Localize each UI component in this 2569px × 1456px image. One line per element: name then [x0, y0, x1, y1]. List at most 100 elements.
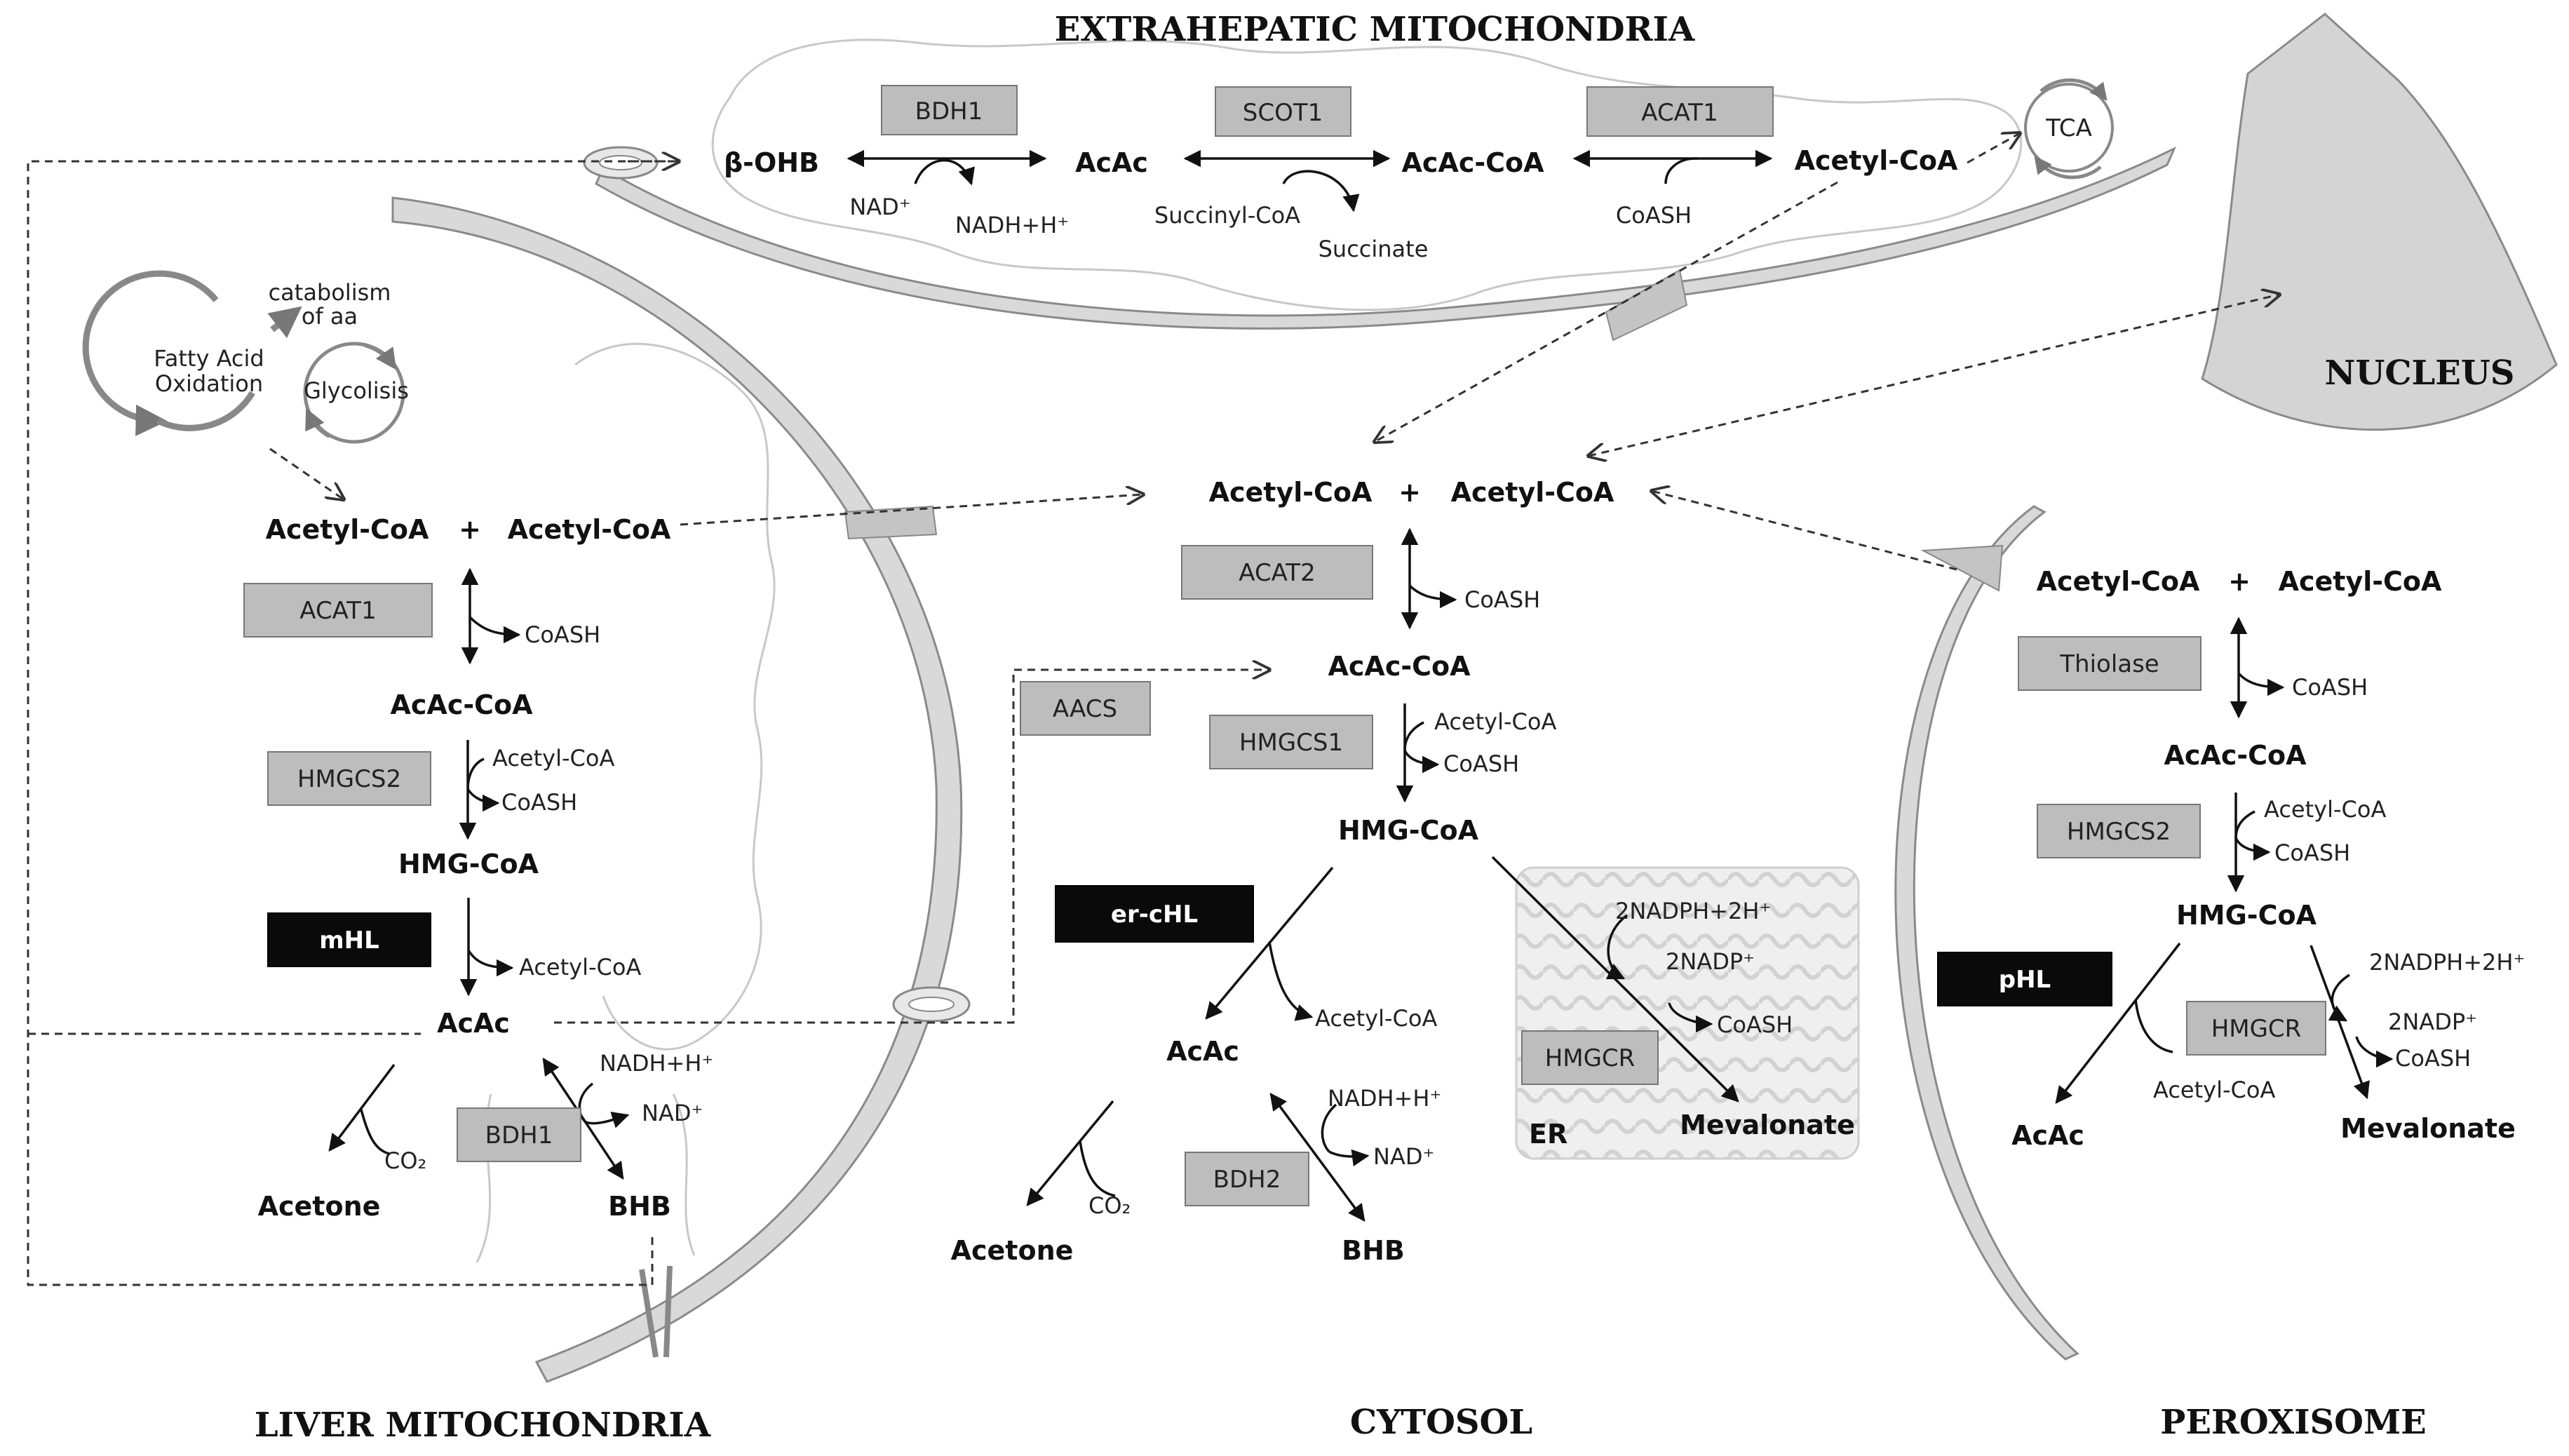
liver-nadh: NADH+H⁺ — [600, 1050, 713, 1077]
perox-acetyl-coa-right: Acetyl-CoA — [2279, 566, 2442, 597]
cyto-acetyl-coa-in: Acetyl-CoA — [1434, 708, 1556, 735]
title-liver: LIVER MITOCHONDRIA — [255, 1406, 711, 1445]
enzyme-aacs: AACS — [1053, 695, 1117, 723]
cytosol-pathway: Acetyl-CoA + Acetyl-CoA ACAT2 CoASH AcAc… — [951, 477, 1855, 1266]
perox-acetyl-coa-in: Acetyl-CoA — [2264, 796, 2386, 823]
enzyme-mhl: mHL — [319, 926, 379, 955]
liver-acetyl-coa-right: Acetyl-CoA — [508, 514, 671, 545]
transport-connectors — [27, 161, 2279, 1286]
enzyme-liver-hmgcs2: HMGCS2 — [297, 765, 401, 793]
label-fao-line1: Fatty Acid — [154, 345, 264, 372]
perox-hmg-coa: HMG-CoA — [2176, 900, 2317, 931]
cyto-nad: NAD⁺ — [1373, 1143, 1434, 1170]
liver-co2: CO₂ — [384, 1147, 426, 1174]
liver-plus: + — [459, 514, 481, 545]
perox-acetyl-coa-out: Acetyl-CoA — [2153, 1077, 2275, 1103]
enzyme-perox-hmgcs2: HMGCS2 — [2067, 818, 2171, 846]
enzyme-box-erchl — [1055, 885, 1254, 943]
cyto-coash-3: CoASH — [1717, 1011, 1793, 1038]
liver-acac: AcAc — [437, 1008, 510, 1039]
cyto-acac-coa: AcAc-CoA — [1328, 651, 1471, 682]
cyto-acetyl-coa-right: Acetyl-CoA — [1451, 477, 1614, 508]
liver-acetyl-coa-left: Acetyl-CoA — [266, 514, 429, 545]
cyto-coash-1: CoASH — [1464, 586, 1540, 613]
peroxisome-membrane — [1894, 505, 2079, 1361]
enzyme-bdh2: BDH2 — [1213, 1166, 1281, 1194]
liver-coash-1: CoASH — [525, 621, 600, 648]
nucleus-shape — [2201, 13, 2558, 431]
cyto-plus: + — [1398, 477, 1421, 508]
enzyme-box-acat2 — [1181, 545, 1373, 600]
cyto-acetyl-coa-left: Acetyl-CoA — [1209, 477, 1373, 508]
liver-acetyl-coa-out: Acetyl-CoA — [519, 954, 641, 980]
perox-nadp: 2NADP⁺ — [2388, 1009, 2477, 1035]
enzyme-box-liver-acat1 — [243, 583, 433, 638]
metabolite-acac: AcAc — [1075, 147, 1148, 178]
cyto-nadp: 2NADP⁺ — [1666, 948, 1755, 975]
enzyme-cyto-hmgcr: HMGCR — [1545, 1044, 1636, 1072]
metabolite-acetyl-coa: Acetyl-CoA — [1795, 145, 1958, 176]
liver-acetone: Acetone — [258, 1191, 381, 1222]
extrahepatic-pathway: BDH1 SCOT1 ACAT1 β-OHB AcAc AcAc-CoA Ace… — [724, 78, 2114, 262]
enzyme-box-acat1 — [1586, 86, 1774, 137]
enzyme-box-perox-hmgcr — [2186, 1001, 2326, 1056]
enzyme-box-hmgcs1 — [1209, 715, 1373, 769]
enzyme-box-liver-bdh1 — [457, 1107, 581, 1162]
enzyme-box-mhl — [267, 912, 431, 967]
enzyme-bdh1: BDH1 — [915, 97, 983, 126]
perox-acac: AcAc — [2011, 1120, 2084, 1151]
cyto-bhb: BHB — [1342, 1235, 1405, 1266]
label-tca: TCA — [2045, 114, 2092, 142]
perox-coash-2: CoASH — [2274, 840, 2350, 866]
perox-plus: + — [2228, 566, 2251, 597]
liver-bhb: BHB — [608, 1191, 671, 1222]
label-glycolysis: Glycolisis — [304, 377, 409, 404]
enzyme-box-thiolase — [2018, 636, 2201, 691]
enzyme-scot1: SCOT1 — [1243, 99, 1323, 127]
extrahepatic-membrane — [595, 146, 2177, 330]
enzyme-acat2: ACAT2 — [1239, 559, 1315, 587]
liver-acetyl-coa-in: Acetyl-CoA — [492, 745, 614, 771]
label-catabolism-line1: catabolism — [269, 279, 391, 306]
cyto-coash-2: CoASH — [1443, 750, 1519, 777]
enzyme-erchl: er-cHL — [1111, 901, 1198, 929]
enzyme-box-bdh1 — [881, 85, 1018, 135]
peroxisome-pathway: Acetyl-CoA + Acetyl-CoA Thiolase CoASH A… — [1937, 566, 2525, 1151]
perox-nadph: 2NADPH+2H⁺ — [2369, 949, 2525, 976]
enzyme-box-aacs — [1020, 681, 1151, 736]
cyto-acetone: Acetone — [951, 1235, 1074, 1266]
cyto-nadh: NADH+H⁺ — [1328, 1085, 1441, 1112]
enzyme-box-bdh2 — [1185, 1152, 1309, 1206]
title-nucleus: NUCLEUS — [2325, 353, 2515, 393]
label-fao-line2: Oxidation — [155, 370, 263, 397]
perox-coash-1: CoASH — [2292, 674, 2368, 701]
liver-acac-coa: AcAc-CoA — [390, 689, 533, 720]
cyto-nadph: 2NADPH+2H⁺ — [1615, 898, 1771, 924]
enzyme-acat1: ACAT1 — [1641, 99, 1718, 127]
cyto-acac: AcAc — [1166, 1036, 1239, 1067]
enzyme-phl: pHL — [1999, 966, 2051, 994]
cyto-co2: CO₂ — [1088, 1192, 1131, 1219]
cyto-hmg-coa: HMG-CoA — [1338, 815, 1479, 846]
title-er: ER — [1529, 1119, 1567, 1150]
liver-coash-2: CoASH — [501, 789, 577, 816]
enzyme-box-cyto-hmgcr — [1521, 1030, 1659, 1085]
cyto-mevalonate: Mevalonate — [1680, 1110, 1855, 1140]
perox-coash-3: CoASH — [2395, 1045, 2471, 1072]
er-region — [1515, 866, 1860, 1160]
label-succinate: Succinate — [1319, 236, 1429, 262]
liver-membrane — [391, 196, 963, 1383]
metabolite-acac-coa: AcAc-CoA — [1401, 147, 1544, 178]
enzyme-perox-hmgcr: HMGCR — [2211, 1015, 2302, 1043]
title-cytosol: CYTOSOL — [1350, 1403, 1532, 1442]
liver-pathway: Fatty Acid Oxidation catabolism of aa Gl… — [82, 270, 713, 1222]
perox-acac-coa: AcAc-CoA — [2164, 740, 2307, 771]
enzyme-thiolase: Thiolase — [2059, 650, 2159, 678]
label-coash: CoASH — [1616, 202, 1692, 229]
enzyme-liver-acat1: ACAT1 — [299, 597, 376, 625]
label-succinyl-coa: Succinyl-CoA — [1154, 202, 1300, 229]
enzyme-box-perox-hmgcs2 — [2037, 804, 2201, 858]
enzyme-box-scot1 — [1215, 86, 1351, 137]
